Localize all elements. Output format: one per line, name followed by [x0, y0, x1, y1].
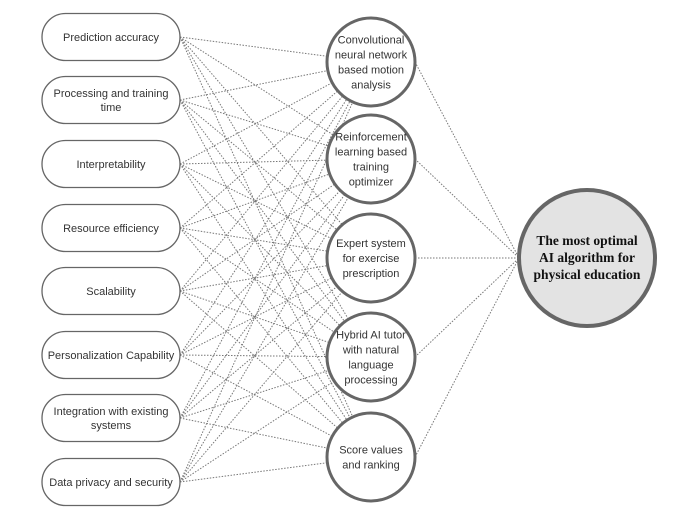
- link-c1-a4: [179, 36, 349, 320]
- link-c1-a1: [179, 36, 328, 57]
- link-c7-a5: [179, 417, 328, 449]
- link-c5-a3: [179, 264, 328, 292]
- link-c6-a3: [179, 277, 332, 356]
- node-label: Data privacy and security: [49, 477, 173, 489]
- alternative-circle-shape: [325, 411, 417, 503]
- link-c8-a5: [179, 462, 328, 483]
- criterion-pill-shape: [41, 330, 181, 380]
- link-c3-a5: [179, 163, 348, 421]
- link-c8-a3: [179, 291, 343, 483]
- connection-lines: [179, 36, 520, 483]
- link-c5-a5: [179, 290, 339, 429]
- criterion-pill-shape: [41, 139, 181, 189]
- alternative-circle-shape: [325, 16, 417, 108]
- link-c6-a2: [179, 190, 341, 356]
- link-c3-a2: [179, 159, 328, 165]
- node-label: Interpretability: [76, 159, 146, 171]
- link-c3-a4: [179, 163, 341, 327]
- link-c7-a3: [179, 285, 338, 419]
- criterion-node-c3: Interpretability: [41, 139, 181, 189]
- link-c1-a5: [179, 36, 354, 418]
- link-c6-a5: [179, 354, 333, 437]
- alternative-circle-shape: [325, 311, 417, 403]
- alternative-circle-shape: [325, 113, 417, 205]
- criterion-pill-shape: [41, 75, 181, 125]
- link-c6-a4: [179, 354, 328, 358]
- link-c5-a1: [179, 95, 344, 292]
- link-c8-a1: [179, 101, 354, 483]
- link-c4-a2: [179, 173, 330, 229]
- link-c4-a4: [179, 227, 335, 333]
- link-c2-a1: [179, 70, 328, 101]
- goal-circle-shape: [517, 188, 657, 328]
- link-c7-a1: [179, 100, 351, 419]
- criterion-node-c6: Personalization Capability: [41, 330, 181, 380]
- link-c7-a2: [179, 194, 346, 419]
- link-c1-a2: [179, 36, 335, 136]
- criterion-pill-shape: [41, 203, 181, 253]
- link-a1-goal: [414, 61, 520, 259]
- link-c4-a1: [179, 90, 339, 229]
- criterion-node-c8: Data privacy and security: [41, 457, 181, 507]
- criterion-node-c5: Scalability: [41, 266, 181, 316]
- alternative-circle-shape: [325, 212, 417, 304]
- criterion-pill-shape: [41, 12, 181, 62]
- link-c4-a3: [179, 227, 328, 252]
- link-c3-a1: [179, 82, 333, 165]
- link-a5-goal: [414, 257, 520, 458]
- link-c6-a1: [179, 98, 348, 356]
- link-c2-a4: [179, 99, 346, 322]
- node-label: Resource efficiency: [63, 223, 159, 235]
- link-c1-a3: [179, 36, 343, 226]
- link-a4-goal: [414, 257, 520, 358]
- link-a2-goal: [414, 158, 520, 259]
- node-label: Personalization Capability: [48, 350, 175, 362]
- criterion-node-c4: Resource efficiency: [41, 203, 181, 253]
- link-c8-a2: [179, 196, 350, 483]
- link-c2-a2: [179, 99, 330, 147]
- criterion-pill-shape: [41, 266, 181, 316]
- link-c2-a3: [179, 99, 338, 231]
- link-c5-a2: [179, 183, 336, 292]
- link-c4-a5: [179, 227, 344, 424]
- criterion-node-c1: Prediction accuracy: [41, 12, 181, 62]
- criterion-pill-shape: [41, 457, 181, 507]
- node-label: Prediction accuracy: [63, 32, 159, 44]
- node-label: Scalability: [86, 286, 136, 298]
- link-c8-a4: [179, 380, 335, 483]
- criterion-pill-shape: [41, 393, 181, 443]
- link-c3-a3: [179, 163, 332, 240]
